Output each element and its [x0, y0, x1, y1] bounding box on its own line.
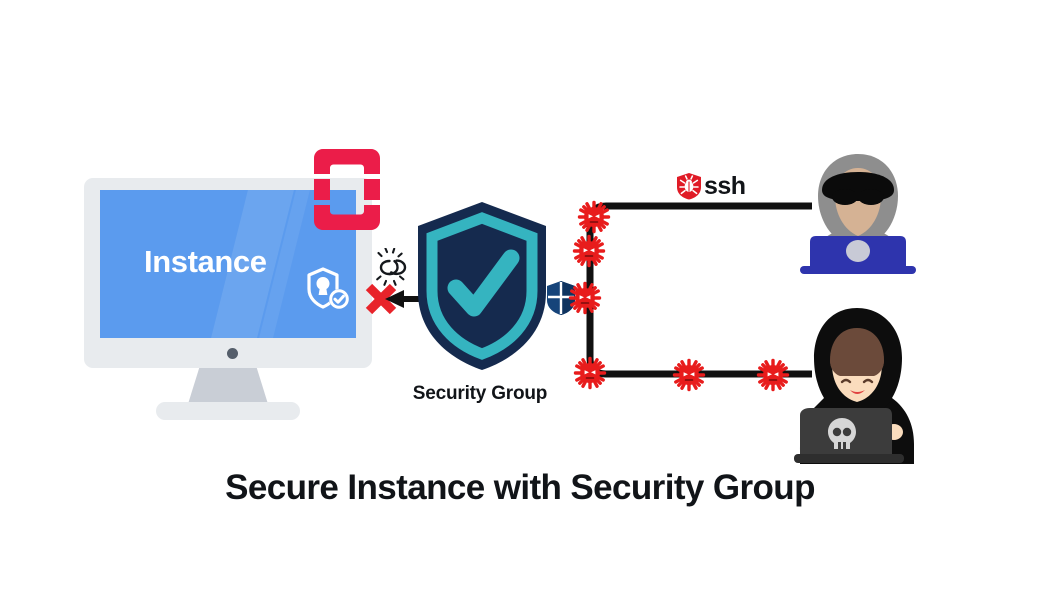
instance-screen-label: Instance [144, 244, 267, 279]
hacker-black-hoodie [794, 304, 920, 464]
virus-icon [672, 358, 706, 392]
monitor-screen: Instance [100, 190, 356, 338]
red-x-icon [364, 282, 398, 316]
monitor-stand-base [156, 402, 300, 420]
virus-icon [568, 281, 602, 315]
ssh-protocol-label-group: ssh [676, 171, 746, 201]
monitor-power-indicator [227, 348, 238, 359]
virus-icon [573, 356, 607, 390]
attack-path-lines [556, 180, 816, 395]
security-group-shield-icon [414, 200, 550, 372]
ssh-label-text: ssh [704, 171, 746, 200]
virus-icon [572, 234, 606, 268]
shield-lock-check-icon [304, 266, 352, 312]
security-group-label: Security Group [412, 383, 548, 404]
openstack-logo [306, 148, 388, 232]
monitor-stand-neck [188, 368, 268, 404]
red-shield-bug-icon [676, 172, 702, 200]
page-title: Secure Instance with Security Group [225, 468, 815, 507]
hacker-gray-hoodie [792, 152, 924, 274]
virus-icon [577, 200, 611, 234]
virus-icon [756, 358, 790, 392]
broken-link-icon [370, 247, 414, 288]
